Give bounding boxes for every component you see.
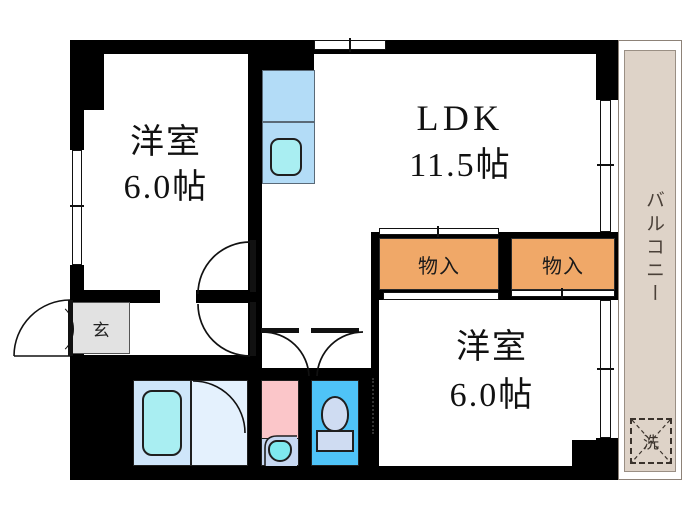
bedroom-left-door-leaf[interactable] <box>250 240 256 292</box>
wall-toilet-right-vert <box>359 378 372 468</box>
washer-space-cross-icon <box>631 419 671 463</box>
entrance-door-arc[interactable] <box>16 300 74 358</box>
wall-bath-right-vert <box>248 368 261 468</box>
bathroom-dressing-area <box>191 380 248 466</box>
toilet-tank <box>316 430 354 452</box>
slider-ldk-mullion <box>597 164 614 166</box>
closet-right-door[interactable] <box>511 290 615 297</box>
bedroom-right-size: 6.0帖 <box>449 377 535 414</box>
ldk-size: 11.5帖 <box>409 147 512 184</box>
slider-bedroom-top[interactable] <box>383 292 499 300</box>
slider-bedroom-mullion <box>597 368 614 370</box>
wall-top-right-block <box>596 40 618 100</box>
wall-bedroom-left-bottom <box>70 290 160 303</box>
wall-kitchen-top-block <box>248 40 314 70</box>
bedroom-left-size: 6.0帖 <box>123 169 209 206</box>
wall-bath-left-vert <box>120 368 133 468</box>
kitchen-counter-upper <box>262 70 315 122</box>
closet-right-label: 物入 <box>542 255 584 278</box>
wall-toilet-left-vert <box>299 378 311 468</box>
hall-door-icon[interactable] <box>196 300 258 358</box>
window-bedroom-left-mullion <box>70 205 84 207</box>
ldk-name: LDK <box>416 98 504 138</box>
slider-ldk-balcony[interactable] <box>600 100 611 232</box>
wall-left-upper <box>70 40 84 150</box>
bedroom-left-name: 洋室 <box>129 124 203 161</box>
entrance-door-leaf[interactable] <box>68 300 73 356</box>
partition-dotted <box>372 378 374 434</box>
wall-bedroom-kitchen-divider <box>248 40 262 290</box>
bathtub <box>142 390 182 456</box>
toilet-bowl <box>321 396 349 432</box>
hall-door-leaf[interactable] <box>250 302 256 356</box>
closet-right-door-mullion <box>561 288 563 299</box>
balcony <box>624 50 676 472</box>
closet-right: 物入 <box>511 238 615 290</box>
toilet-door-icon[interactable] <box>311 330 367 378</box>
balcony-label: バルコニー <box>643 190 664 306</box>
wall-bottom-outer <box>70 466 618 480</box>
bedroom-left-door-icon[interactable] <box>196 240 258 298</box>
closet-left-label: 物入 <box>418 255 460 278</box>
closet-left-door-mullion <box>437 226 439 237</box>
kitchen-sink <box>270 138 302 176</box>
bedroom-right-name: 洋室 <box>455 329 529 366</box>
closet-left: 物入 <box>379 238 499 290</box>
bathroom-door-icon[interactable] <box>191 379 251 435</box>
genkan-tile: 玄 <box>72 302 130 354</box>
window-kitchen-top-mullion <box>349 38 351 52</box>
washroom-door-icon[interactable] <box>261 330 317 378</box>
entrance-door-icon[interactable] <box>12 298 82 360</box>
wall-closet-mid-vert <box>499 236 511 294</box>
window-bedroom-left[interactable] <box>72 150 82 265</box>
wall-bath-bedroom-divider <box>371 300 379 466</box>
wall-corridor-bottom-left <box>132 355 262 368</box>
washer-space-label: 洗 <box>642 435 659 452</box>
washbasin <box>268 440 292 462</box>
wall-bedroom-left-bottom2 <box>196 290 262 303</box>
closet-left-door[interactable] <box>379 228 499 235</box>
wall-bedroom-right-notch <box>572 440 618 468</box>
washer-space: 洗 <box>630 418 672 464</box>
genkan-label: 玄 <box>92 320 110 340</box>
washroom-door-leaf[interactable] <box>261 328 299 333</box>
toilet-door-leaf[interactable] <box>311 328 359 333</box>
